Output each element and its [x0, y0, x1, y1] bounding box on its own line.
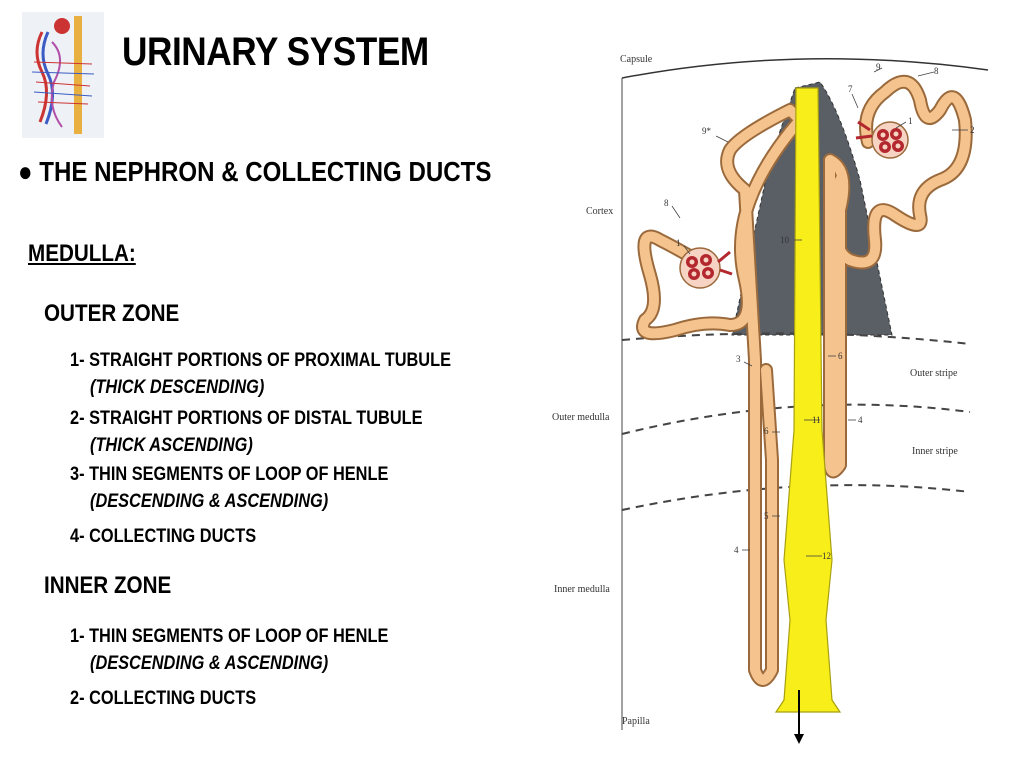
medulla-label: MEDULLA:	[28, 240, 136, 267]
capsule-line	[621, 58, 989, 79]
label-inner-medulla: Inner medulla	[554, 584, 610, 595]
collecting-duct	[774, 87, 842, 713]
label-inner-stripe: Inner stripe	[912, 446, 958, 457]
label-5: 5	[764, 511, 769, 521]
label-11: 11	[812, 415, 821, 425]
label-9-star: 9*	[702, 126, 712, 136]
glomerulus-right	[855, 120, 909, 159]
label-4-right: 4	[858, 415, 863, 425]
outer-zone-item-1-sub: (THICK DESCENDING)	[90, 377, 265, 398]
outer-zone-item-3-sub: (DESCENDING & ASCENDING)	[90, 491, 329, 512]
label-3: 3	[736, 354, 741, 364]
label-8-left: 8	[664, 198, 669, 208]
label-12: 12	[822, 551, 831, 561]
glomerulus-left	[679, 247, 733, 289]
inner-zone-item-1: 1- THIN SEGMENTS OF LOOP OF HENLE	[70, 626, 389, 647]
label-1-right: 1	[908, 116, 913, 126]
nephron-thumbnail-image	[22, 12, 104, 138]
label-8-right: 8	[934, 66, 939, 76]
label-1-left: 1	[676, 238, 681, 248]
inner-zone-item-1-sub: (DESCENDING & ASCENDING)	[90, 653, 329, 674]
label-10: 10	[780, 235, 790, 245]
label-cortex: Cortex	[586, 206, 613, 217]
label-4-left: 4	[734, 545, 739, 555]
bullet-marker: ●	[18, 156, 33, 187]
label-9: 9	[876, 62, 881, 72]
label-6-left: 6	[764, 426, 769, 436]
section-heading-text: THE NEPHRON & COLLECTING DUCTS	[39, 156, 492, 187]
nephron-diagram: Capsule Cortex Outer medulla Outer strip…	[552, 54, 989, 744]
outer-stripe-boundary	[621, 403, 971, 435]
section-heading: ● THE NEPHRON & COLLECTING DUCTS	[18, 156, 491, 188]
label-2: 2	[970, 125, 975, 135]
inner-stripe-boundary	[621, 484, 971, 511]
inner-zone-title: INNER ZONE	[44, 572, 172, 599]
outer-zone-item-2-sub: (THICK ASCENDING)	[90, 435, 253, 456]
outer-zone-item-4: 4- COLLECTING DUCTS	[70, 526, 257, 547]
label-papilla: Papilla	[622, 716, 650, 727]
label-7: 7	[848, 84, 853, 94]
inner-zone-item-2: 2- COLLECTING DUCTS	[70, 688, 257, 709]
label-capsule: Capsule	[620, 54, 653, 65]
label-6-right: 6	[838, 351, 843, 361]
outer-zone-title: OUTER ZONE	[44, 300, 180, 327]
outer-zone-item-3: 3- THIN SEGMENTS OF LOOP OF HENLE	[70, 464, 389, 485]
label-outer-stripe: Outer stripe	[910, 368, 958, 379]
flow-arrowhead	[794, 734, 804, 744]
outer-zone-item-1: 1- STRAIGHT PORTIONS OF PROXIMAL TUBULE	[70, 350, 451, 371]
label-outer-medulla: Outer medulla	[552, 412, 610, 423]
page-title: URINARY SYSTEM	[122, 30, 429, 74]
outer-zone-item-2: 2- STRAIGHT PORTIONS OF DISTAL TUBULE	[70, 408, 423, 429]
